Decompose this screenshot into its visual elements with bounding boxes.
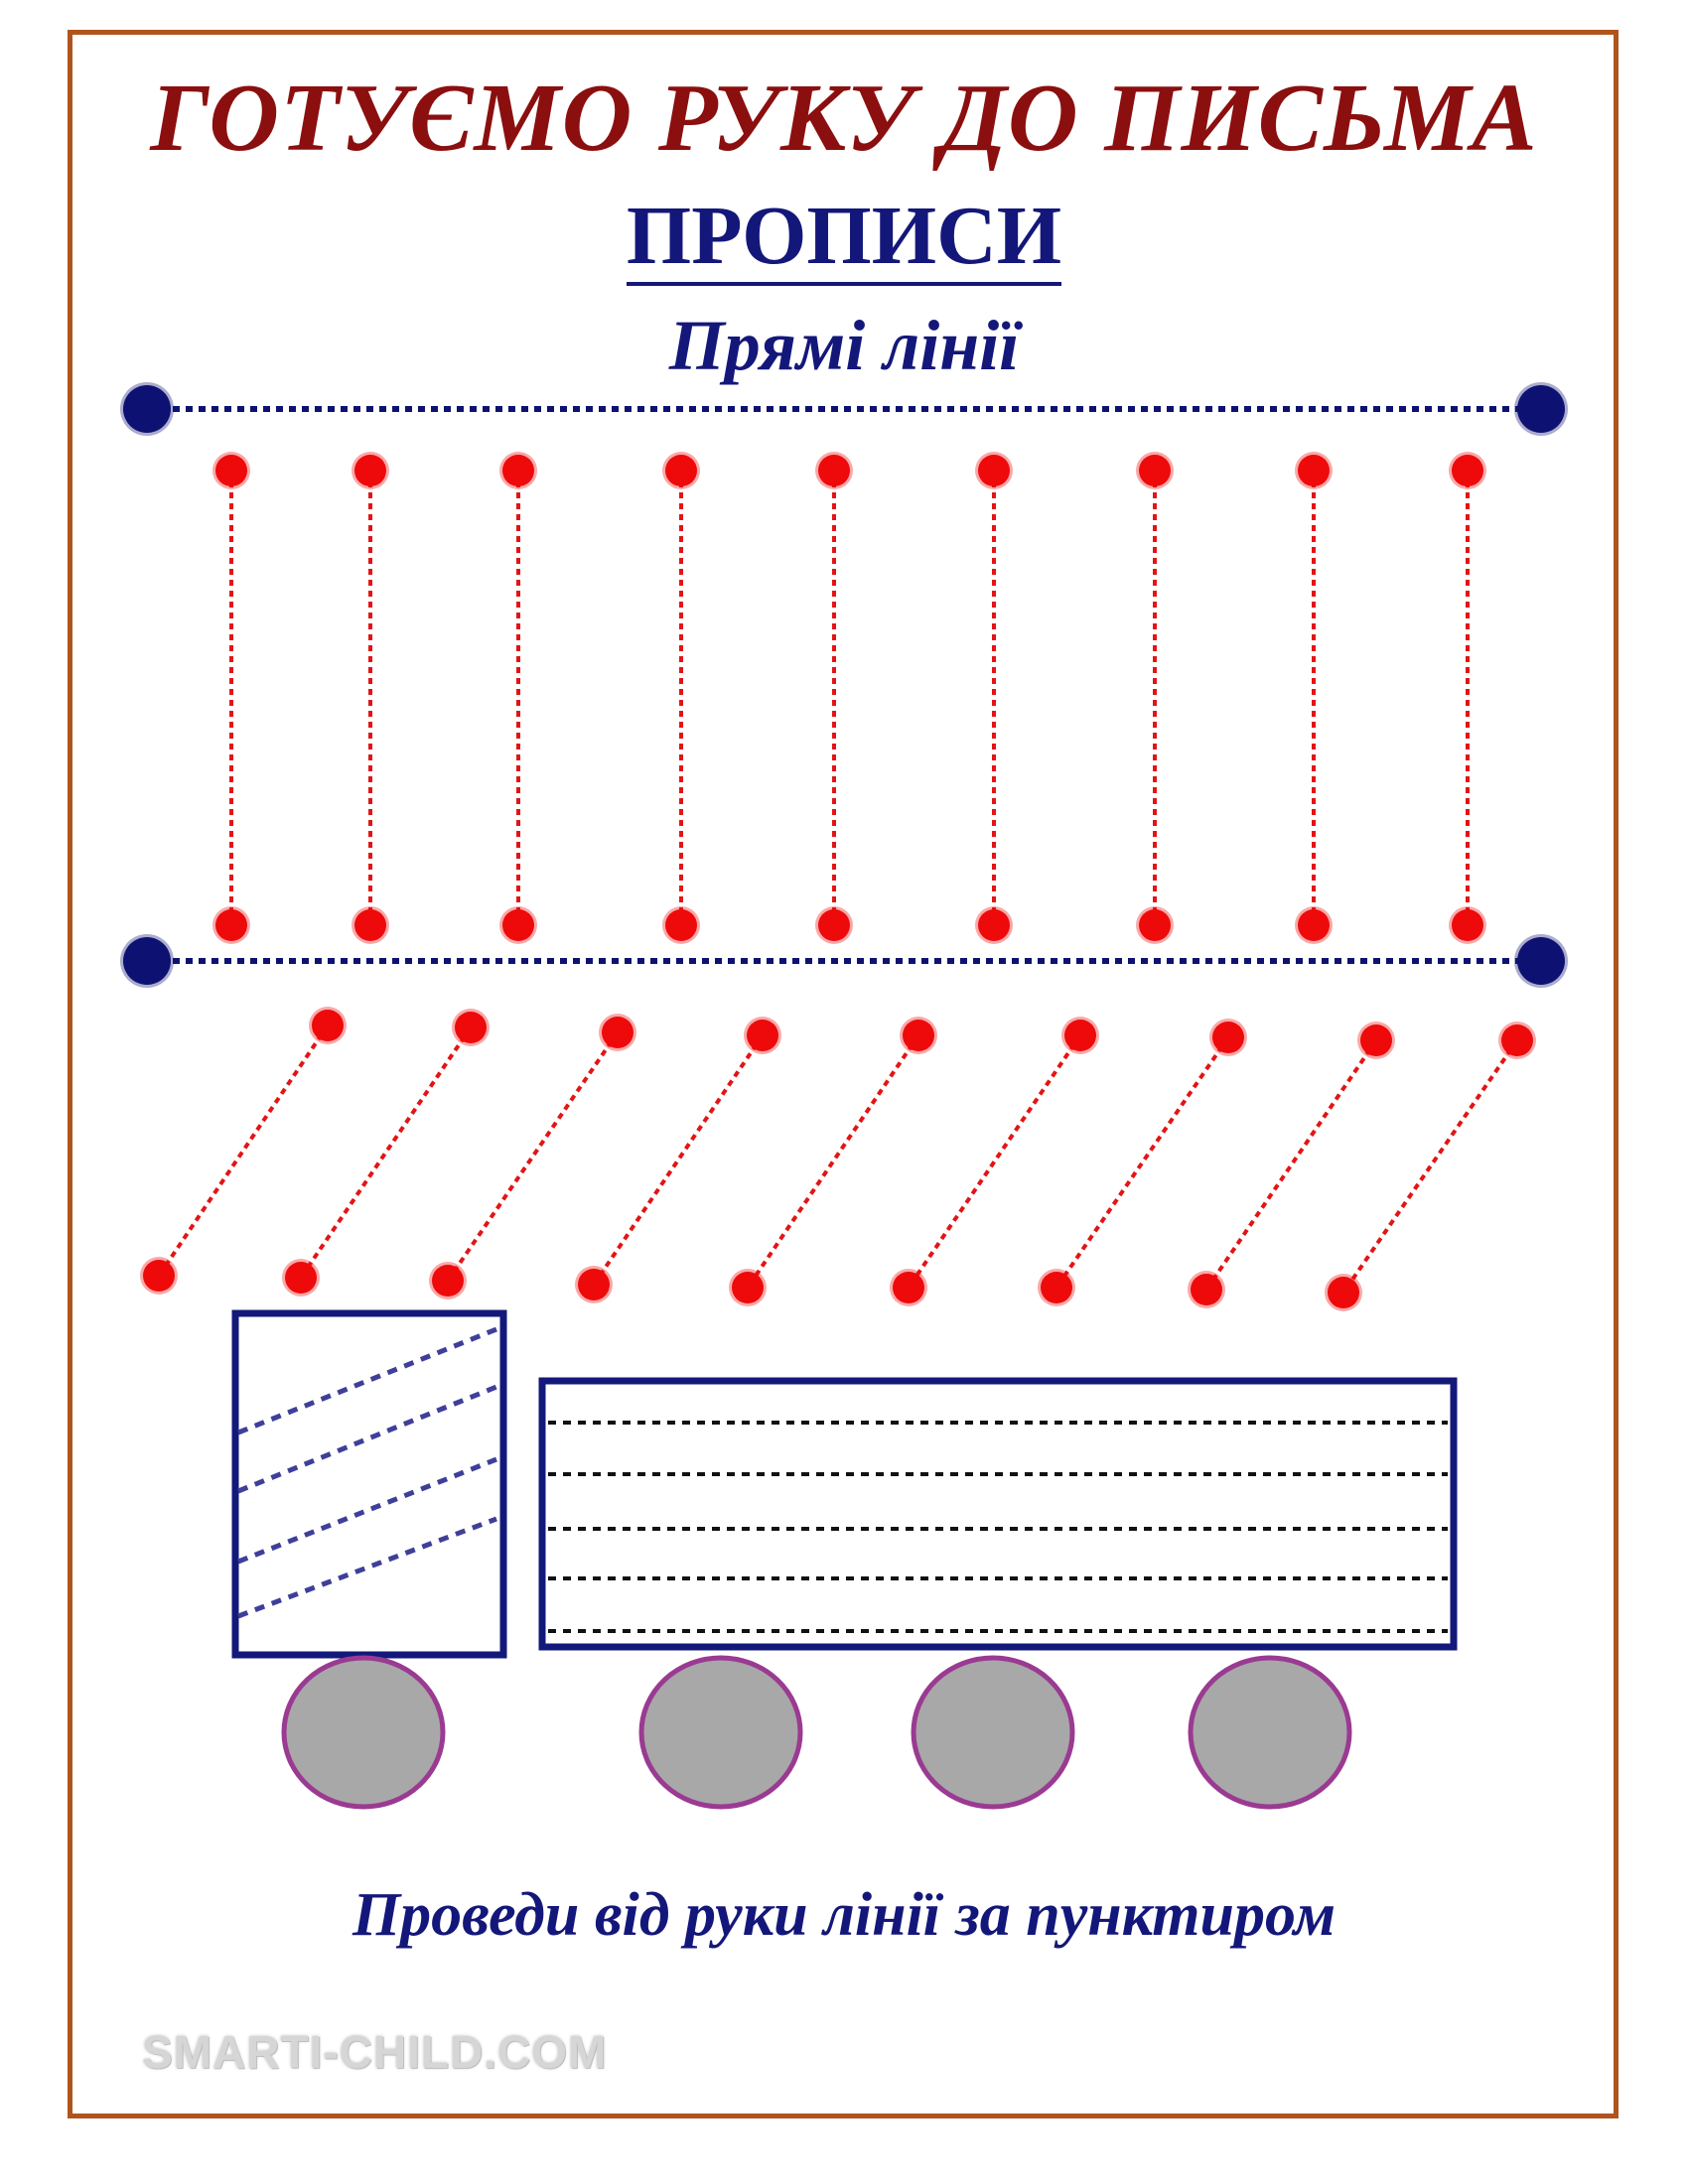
vertical-top-dot <box>1452 455 1483 486</box>
vertical-bottom-dot <box>978 909 1010 941</box>
vertical-top-dot <box>354 455 386 486</box>
diagonal-top-dot <box>1212 1022 1244 1053</box>
wheel-3 <box>911 1655 1075 1810</box>
vertical-bottom-dot <box>1298 909 1330 941</box>
page-title: ГОТУЄМО РУКУ ДО ПИСЬМА <box>150 65 1538 172</box>
diagonal-line-8 <box>1204 1038 1378 1292</box>
diagonal-line-5 <box>746 1033 920 1290</box>
diagonal-bottom-dot <box>1191 1274 1222 1305</box>
diagonal-top-dot <box>455 1012 487 1043</box>
vertical-top-dot <box>215 455 247 486</box>
diagonal-top-dot <box>747 1020 778 1051</box>
cab-stripe-1 <box>237 1326 497 1435</box>
wheel-2 <box>638 1655 803 1810</box>
vertical-tracing-lines <box>212 452 1486 944</box>
diagonal-line-2 <box>299 1025 473 1280</box>
vertical-bottom-dot <box>665 909 697 941</box>
diagonal-top-dot <box>1501 1024 1533 1056</box>
diagonal-bottom-dot <box>1041 1272 1072 1303</box>
diagonal-line-9 <box>1341 1038 1519 1295</box>
wheel-1 <box>281 1655 446 1810</box>
guide-end-dot <box>1517 937 1565 985</box>
diagonal-bottom-dot <box>578 1269 610 1300</box>
diagonal-bottom-dot <box>893 1272 924 1303</box>
diagonal-line-1 <box>157 1024 330 1278</box>
vertical-top-dot <box>1139 455 1171 486</box>
truck-drawing <box>231 1309 1458 1810</box>
guide-start-dot <box>123 937 171 985</box>
diagonal-top-dot <box>1064 1020 1096 1051</box>
cab-dashed-stripes <box>237 1326 497 1619</box>
cab-stripe-4 <box>237 1516 497 1619</box>
horizontal-guide-lines <box>120 382 1568 988</box>
page-subtitle: ПРОПИСИ <box>0 195 1688 286</box>
diagonal-bottom-dot <box>285 1262 317 1294</box>
diagonal-top-dot <box>602 1017 633 1048</box>
diagonal-bottom-dot <box>1328 1277 1359 1308</box>
diagonal-bottom-dot <box>143 1260 175 1292</box>
vertical-top-dot <box>502 455 534 486</box>
diagonal-line-6 <box>907 1033 1082 1290</box>
vertical-bottom-dot <box>215 909 247 941</box>
vertical-bottom-dot <box>1452 909 1483 941</box>
vertical-bottom-dot <box>818 909 850 941</box>
vertical-bottom-dot <box>502 909 534 941</box>
diagonal-bottom-dot <box>432 1265 464 1297</box>
diagonal-line-3 <box>446 1030 620 1283</box>
wheel-4 <box>1188 1655 1352 1810</box>
diagonal-line-7 <box>1055 1035 1230 1290</box>
diagonal-top-dot <box>312 1010 344 1041</box>
cargo-dashed-lines <box>548 1421 1448 1633</box>
truck-wheels <box>281 1655 1352 1810</box>
exercise-heading: Прямі лінії <box>668 306 1020 385</box>
vertical-bottom-dot <box>1139 909 1171 941</box>
truck-cargo-box <box>538 1377 1458 1651</box>
vertical-top-dot <box>818 455 850 486</box>
diagonal-bottom-dot <box>732 1272 764 1303</box>
guide-start-dot <box>123 385 171 433</box>
page-border <box>68 30 1618 2118</box>
truck-cab <box>231 1309 507 1659</box>
vertical-top-dot <box>978 455 1010 486</box>
vertical-bottom-dot <box>354 909 386 941</box>
diagonal-line-4 <box>592 1033 765 1287</box>
diagonal-top-dot <box>903 1020 934 1051</box>
diagonal-tracing-lines <box>140 1007 1536 1311</box>
vertical-top-dot <box>665 455 697 486</box>
diagonal-top-dot <box>1360 1024 1392 1056</box>
subtitle-text: ПРОПИСИ <box>626 195 1062 286</box>
instruction-text: Проведи від руки лінії за пунктиром <box>352 1881 1336 1949</box>
watermark-logo: SMARTI-CHILD.COM <box>142 2026 608 2078</box>
vertical-top-dot <box>1298 455 1330 486</box>
guide-end-dot <box>1517 385 1565 433</box>
